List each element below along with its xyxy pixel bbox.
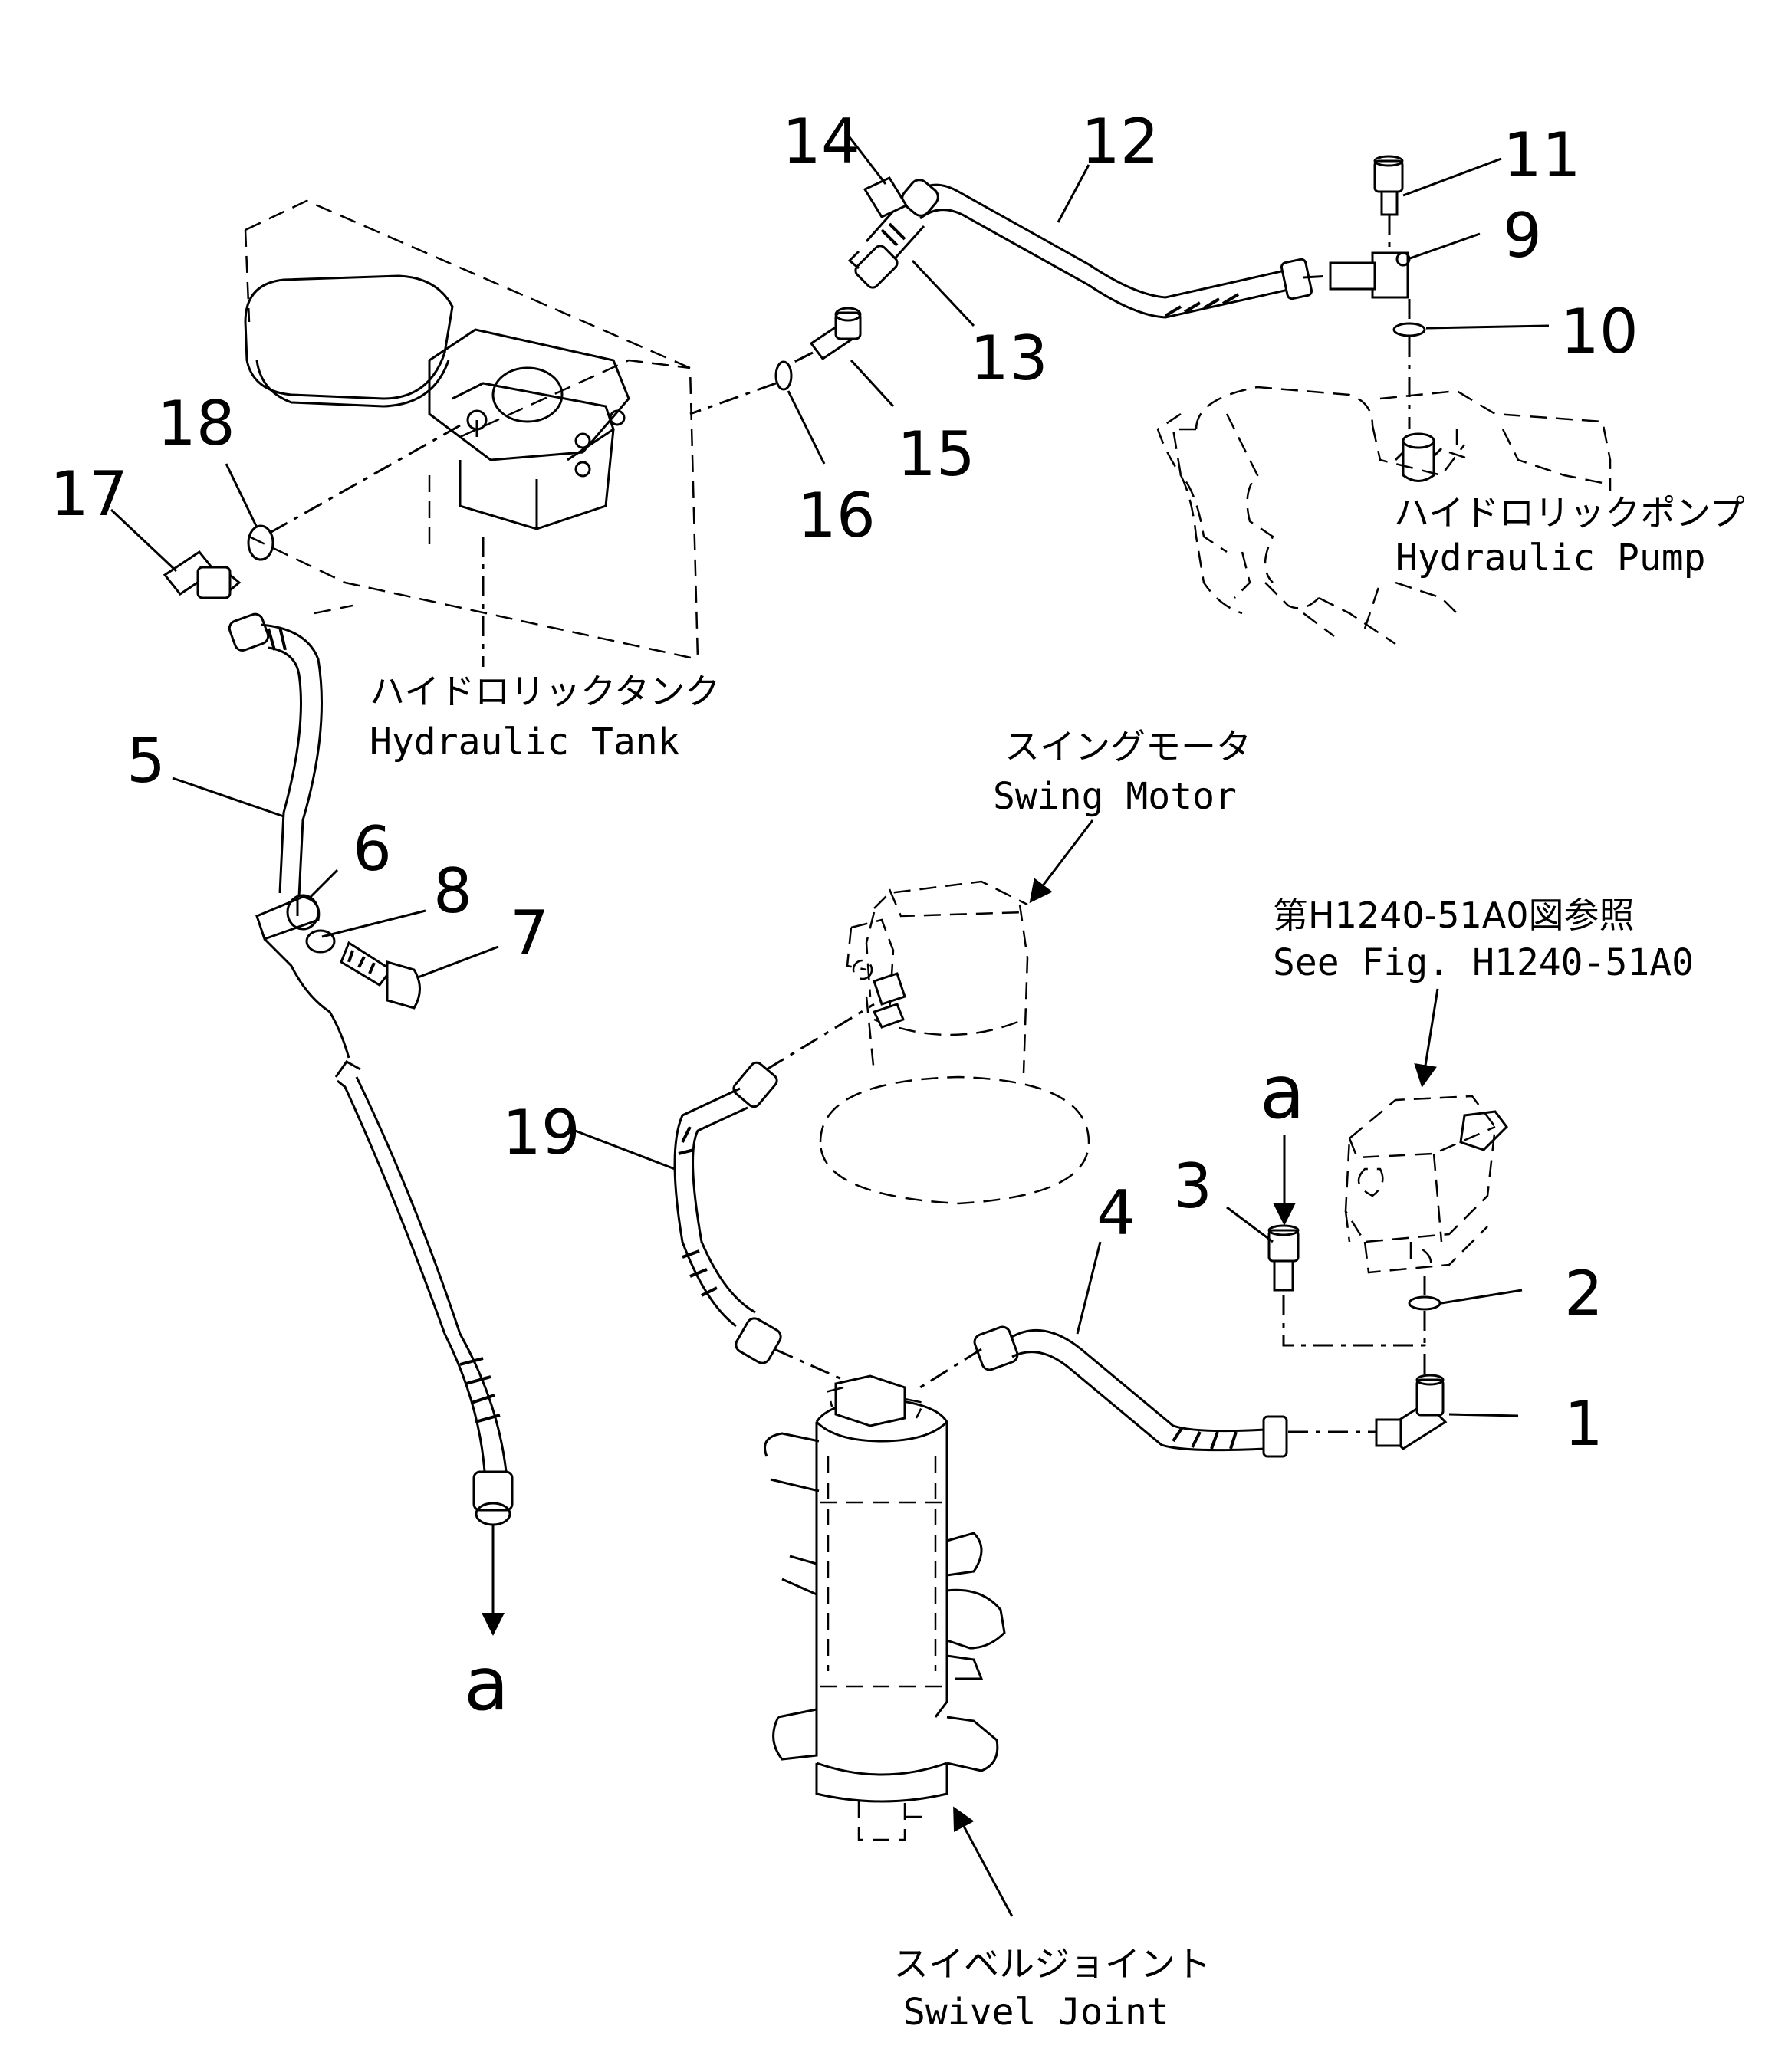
callout-2: 2 xyxy=(1564,1258,1603,1329)
o-ring-16 xyxy=(774,360,793,391)
callout-10: 10 xyxy=(1560,296,1639,367)
callout-9: 9 xyxy=(1503,200,1542,271)
hydraulic-pump-outline xyxy=(1156,386,1612,645)
hydraulic-pump-label-en: Hydraulic Pump xyxy=(1395,537,1706,580)
swivel-joint-outline xyxy=(764,1374,1006,1841)
hydraulic-tank-label-jp: ハイドロリックタンク xyxy=(370,671,720,712)
callout-19: 19 xyxy=(502,1097,580,1168)
clamp-6 xyxy=(255,894,350,1059)
callout-14: 14 xyxy=(782,106,860,177)
hose-13 xyxy=(847,179,939,289)
nipple-11 xyxy=(1373,155,1404,216)
pipe-12 xyxy=(911,183,1313,319)
callout-15: 15 xyxy=(897,419,975,490)
callout-5: 5 xyxy=(127,725,166,796)
hydraulic-tank-outline xyxy=(244,199,699,667)
swivel-joint-label-jp: スイベルジョイント xyxy=(893,1943,1211,1985)
elbow-fitting-17 xyxy=(163,550,242,599)
callout-1: 1 xyxy=(1564,1388,1603,1460)
connector-a-top: a xyxy=(1260,1049,1305,1135)
callout-18: 18 xyxy=(157,388,235,459)
callout-3: 3 xyxy=(1173,1151,1212,1222)
fitting-1 xyxy=(1375,1374,1448,1450)
o-ring-18 xyxy=(247,524,274,561)
hose-19 xyxy=(673,1061,782,1364)
callout-6: 6 xyxy=(353,813,392,885)
callout-17: 17 xyxy=(50,458,128,530)
o-ring-10 xyxy=(1392,322,1426,337)
hydraulic-pump-label-jp: ハイドロリックポンプ xyxy=(1394,492,1745,534)
connector-a-bottom: a xyxy=(464,1641,509,1727)
part-callouts: 1 2 3 4 5 6 7 8 9 10 11 12 13 14 15 16 1 xyxy=(50,106,1639,1460)
pipe-4 xyxy=(973,1325,1288,1458)
callout-11: 11 xyxy=(1503,120,1581,191)
figure-reference-en: See Fig. H1240-51A0 xyxy=(1273,941,1694,984)
washer-8 xyxy=(305,929,336,954)
hose-5 xyxy=(228,612,323,898)
fitting-15 xyxy=(809,307,862,361)
nipple-3 xyxy=(1267,1224,1300,1292)
figure-reference-jp: 第H1240-51A0図参照 xyxy=(1273,895,1635,936)
o-ring-2 xyxy=(1408,1295,1441,1311)
callout-8: 8 xyxy=(433,855,472,927)
swing-motor-label-jp: スイングモータ xyxy=(1004,726,1251,767)
callout-7: 7 xyxy=(510,898,549,969)
callout-16: 16 xyxy=(797,480,876,551)
callout-4: 4 xyxy=(1096,1177,1136,1249)
label-plate-14 xyxy=(863,176,909,218)
callout-13: 13 xyxy=(970,323,1048,394)
swivel-joint-label-en: Swivel Joint xyxy=(903,1991,1169,2034)
tee-fitting-9 xyxy=(1329,251,1411,299)
callout-12: 12 xyxy=(1081,106,1159,177)
bolt-7 xyxy=(340,941,421,1010)
swing-motor-outline xyxy=(819,880,1090,1205)
swing-motor-label-en: Swing Motor xyxy=(993,775,1237,818)
hose-5-lower xyxy=(334,1060,514,1526)
referenced-valve-outline xyxy=(1344,1095,1508,1274)
hydraulic-tank-label-en: Hydraulic Tank xyxy=(370,721,680,763)
